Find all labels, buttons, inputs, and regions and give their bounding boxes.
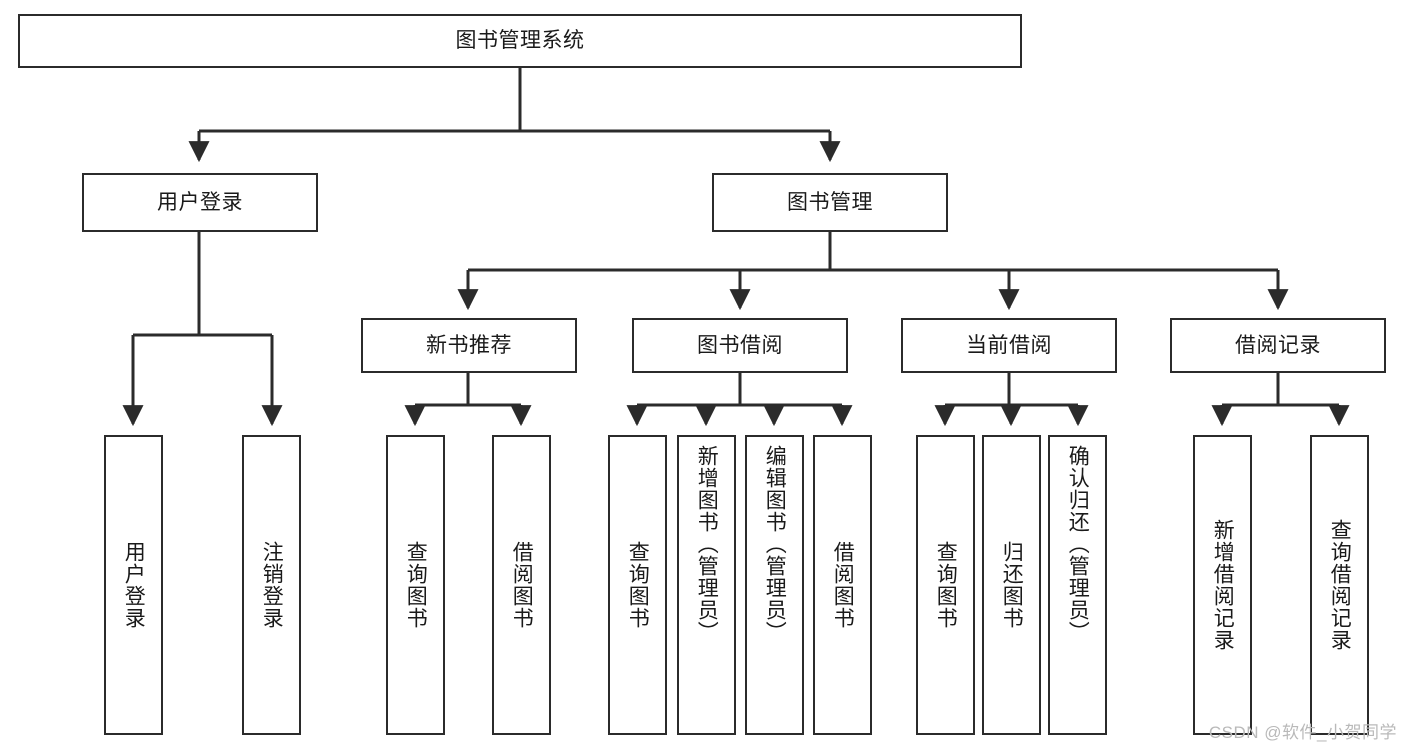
leaf-current-query-book[interactable]: 查询图书: [916, 435, 975, 735]
leaf-borrow-query-book[interactable]: 查询图书: [608, 435, 667, 735]
leaf-label: 借阅图书: [510, 541, 534, 629]
leaf-label: 归还图书: [1000, 541, 1024, 629]
node-book-borrow[interactable]: 图书借阅: [632, 318, 848, 373]
node-book-management[interactable]: 图书管理: [712, 173, 948, 232]
node-label: 用户登录: [157, 190, 243, 214]
leaf-borrow-borrow-book[interactable]: 借阅图书: [813, 435, 872, 735]
leaf-recommend-borrow-book[interactable]: 借阅图书: [492, 435, 551, 735]
node-root-system[interactable]: 图书管理系统: [18, 14, 1022, 68]
node-user-login[interactable]: 用户登录: [82, 173, 318, 232]
leaf-recommend-query-book[interactable]: 查询图书: [386, 435, 445, 735]
node-label: 当前借阅: [966, 333, 1052, 357]
node-current-borrow[interactable]: 当前借阅: [901, 318, 1117, 373]
leaf-label: 新增借阅记录: [1211, 519, 1235, 651]
leaf-label: 编辑图书（管理员）: [763, 445, 787, 643]
leaf-label: 新增图书（管理员）: [695, 445, 719, 643]
leaf-label: 用户登录: [122, 541, 146, 629]
leaf-label: 确认归还（管理员）: [1066, 445, 1090, 643]
node-new-book-recommend[interactable]: 新书推荐: [361, 318, 577, 373]
leaf-label: 查询图书: [404, 541, 428, 629]
node-label: 借阅记录: [1235, 333, 1321, 357]
node-borrow-record[interactable]: 借阅记录: [1170, 318, 1386, 373]
leaf-current-confirm-return-admin[interactable]: 确认归还（管理员）: [1048, 435, 1107, 735]
leaf-label: 注销登录: [260, 541, 284, 629]
leaf-record-query-record[interactable]: 查询借阅记录: [1310, 435, 1369, 735]
leaf-label: 查询图书: [626, 541, 650, 629]
node-label: 图书管理: [787, 190, 873, 214]
node-label: 新书推荐: [426, 333, 512, 357]
node-label: 图书借阅: [697, 333, 783, 357]
leaf-label: 查询图书: [934, 541, 958, 629]
leaf-borrow-add-book-admin[interactable]: 新增图书（管理员）: [677, 435, 736, 735]
leaf-borrow-edit-book-admin[interactable]: 编辑图书（管理员）: [745, 435, 804, 735]
leaf-record-add-record[interactable]: 新增借阅记录: [1193, 435, 1252, 735]
leaf-user-login-signin[interactable]: 用户登录: [104, 435, 163, 735]
leaf-current-return-book[interactable]: 归还图书: [982, 435, 1041, 735]
leaf-label: 借阅图书: [831, 541, 855, 629]
leaf-label: 查询借阅记录: [1328, 519, 1352, 651]
leaf-user-login-signout[interactable]: 注销登录: [242, 435, 301, 735]
node-label: 图书管理系统: [455, 29, 585, 53]
